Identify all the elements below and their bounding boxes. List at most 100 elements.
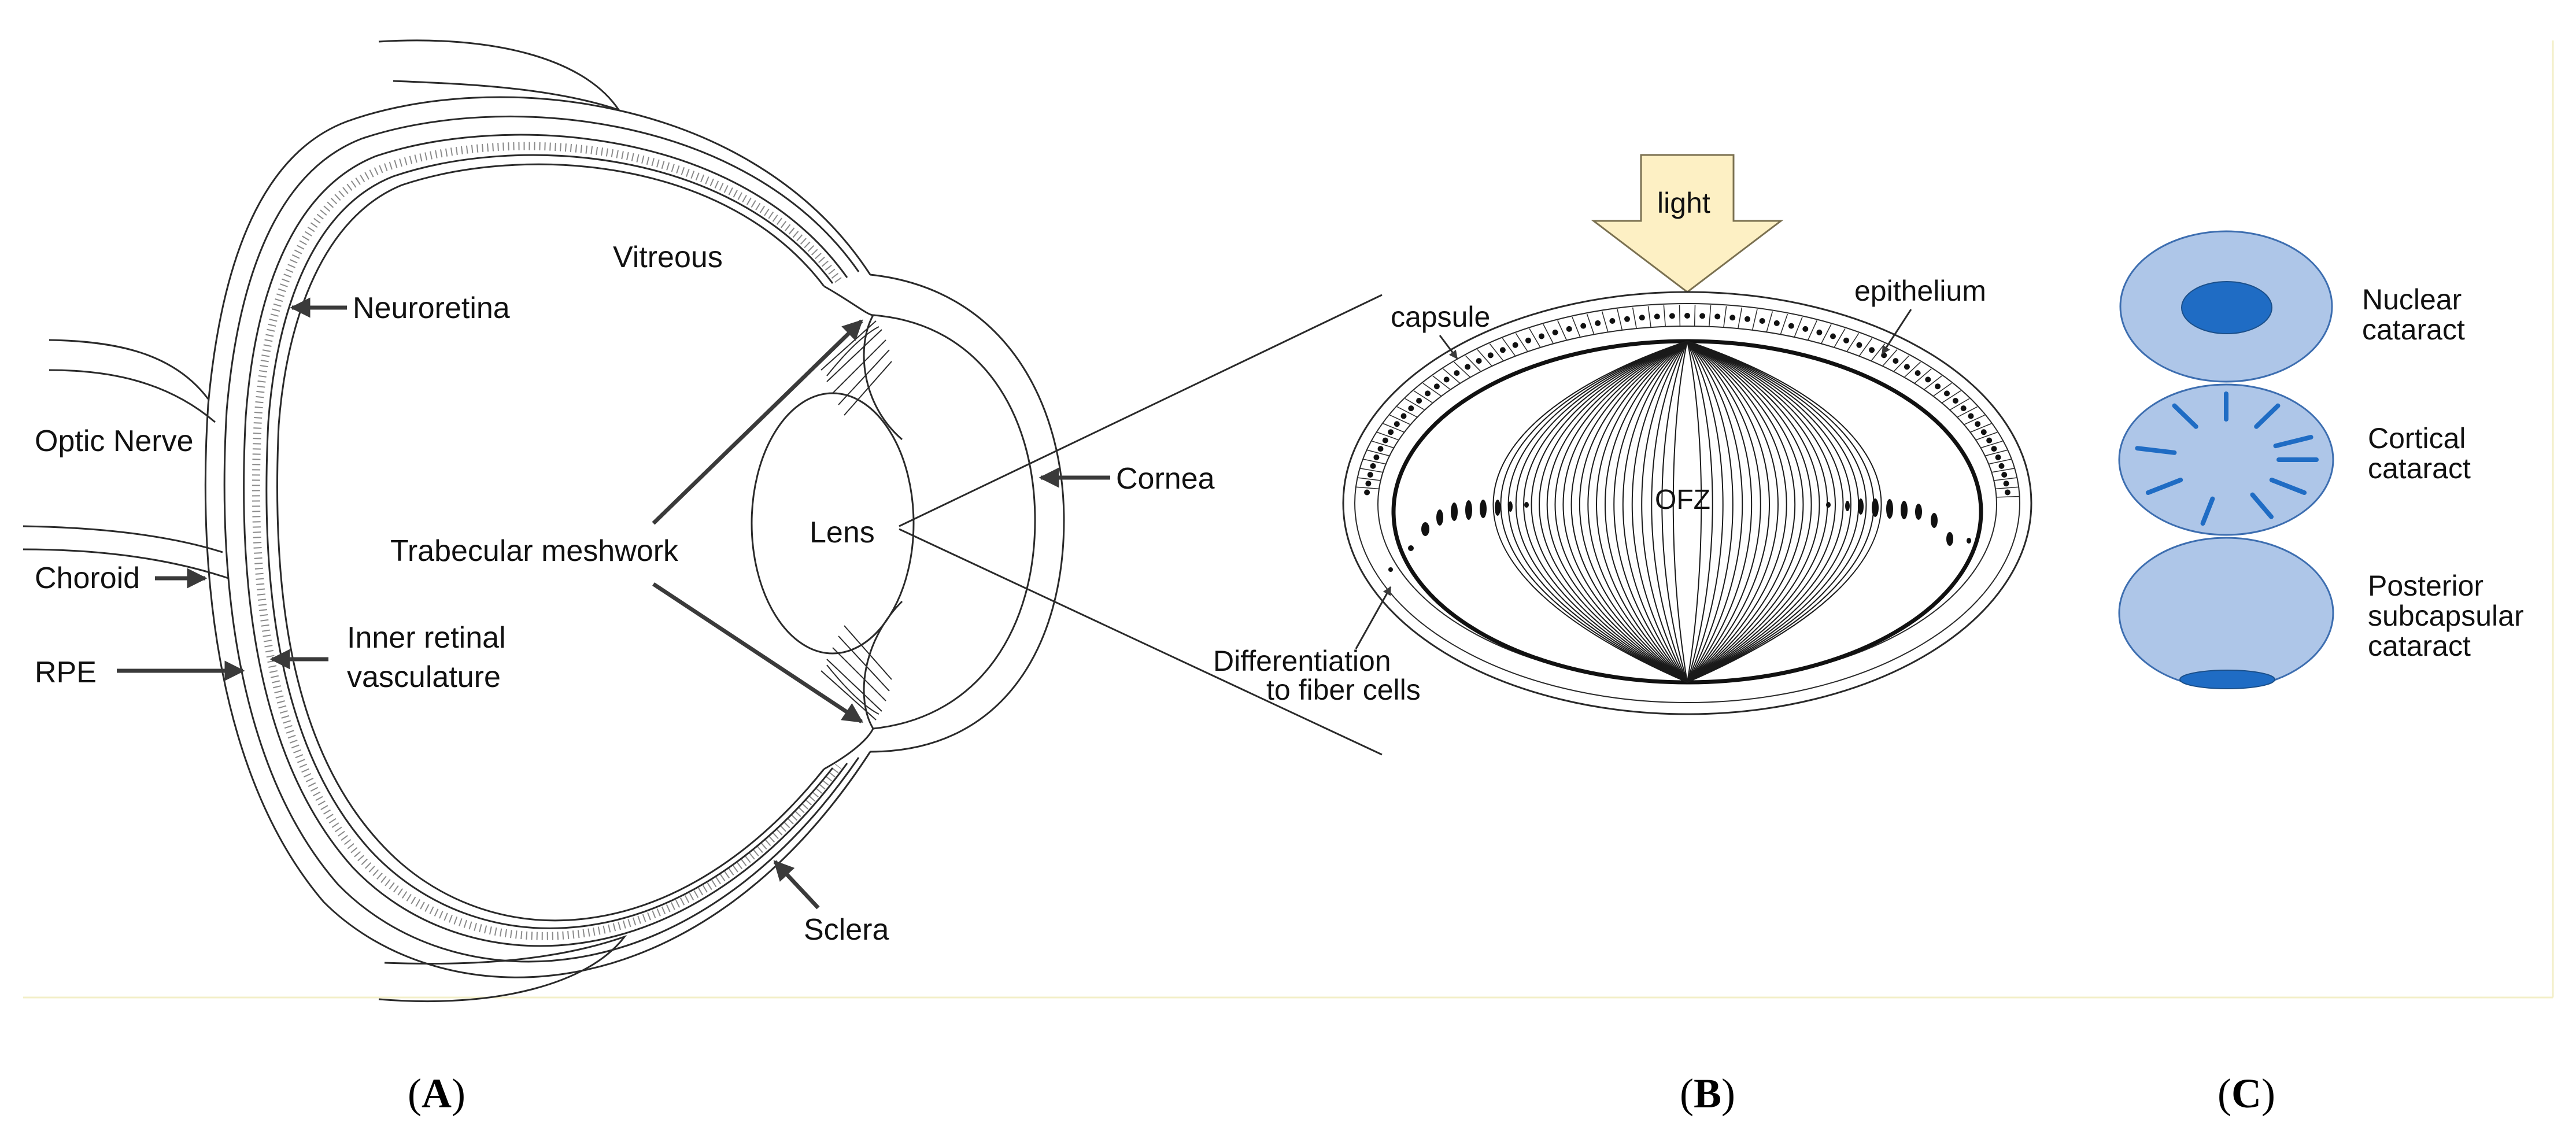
epithelial-cell-border <box>1515 332 1528 352</box>
lens-fiber <box>1687 341 1796 683</box>
epithelial-cell-nucleus <box>1745 316 1750 322</box>
epithelial-cell-border <box>1751 309 1758 331</box>
lens-fiber <box>1622 341 1688 683</box>
lens-fiber <box>1596 341 1688 683</box>
fiber-cell-nucleus <box>1451 503 1458 521</box>
fiber-cell-nucleus <box>1901 501 1908 519</box>
nuclear-cataract-icon <box>2119 230 2333 383</box>
epithelial-cell-nucleus <box>1952 398 1958 404</box>
sclera-outline <box>204 96 871 978</box>
fiber-cell-nucleus <box>1967 538 1971 544</box>
epithelial-cell-border <box>1995 486 2019 490</box>
epithelial-cell-nucleus <box>1904 364 1910 370</box>
iris-upper <box>823 285 903 441</box>
epithelial-cell-nucleus <box>1986 437 1993 444</box>
label-optic-nerve: Optic Nerve <box>35 424 194 458</box>
epithelial-cell-border <box>1858 338 1873 357</box>
epithelial-cell-border <box>1709 305 1712 327</box>
lens-fiber <box>1687 341 1743 683</box>
lens-fiber <box>1687 341 1882 683</box>
lens-fiber <box>1687 341 1804 683</box>
epithelial-cell-border <box>1358 477 1381 481</box>
label-neuroretina: Neuroretina <box>353 291 510 325</box>
zoom-connector-lines <box>899 294 1383 756</box>
cortical-cataract-icon <box>2118 383 2334 536</box>
fiber-cell-nuclei <box>1388 498 1971 572</box>
cataract-types-diagram: Nuclear cataract Cortical cataract Poste… <box>2118 230 2524 689</box>
epithelial-cell-border <box>1405 398 1425 411</box>
epithelial-cell-nucleus <box>1367 472 1373 478</box>
epithelial-cell-nucleus <box>1525 337 1531 343</box>
label-inner-retinal-line1: Inner retinal <box>347 621 506 655</box>
epithelial-cell-nucleus <box>1669 313 1675 319</box>
fiber-cell-nucleus <box>1524 502 1529 508</box>
panel-letter-a: (A) <box>408 1070 465 1117</box>
epithelial-cell-nucleus <box>1433 383 1440 390</box>
fiber-cell-nucleus <box>1436 509 1443 526</box>
epithelial-cell-nucleus <box>1788 323 1794 329</box>
epithelial-cell-nucleus <box>1944 390 1950 397</box>
cortical-opacity-spoke <box>2135 446 2177 455</box>
epithelial-cell-nucleus <box>1512 342 1518 348</box>
fiber-cell-nucleus <box>1946 532 1953 546</box>
epithelial-cell-border <box>1970 423 1992 433</box>
epithelial-cell-nucleus <box>1869 347 1875 353</box>
label-differentiation-line1: Differentiation <box>1213 645 1391 677</box>
label-ofz: OFZ <box>1655 485 1710 515</box>
epithelial-cell-border <box>1941 390 1961 404</box>
lens-fiber <box>1605 341 1688 683</box>
epithelial-cell-border <box>1432 375 1451 390</box>
epithelial-cell-border <box>1975 431 1998 441</box>
epithelial-cell-nucleus <box>1759 318 1765 324</box>
epithelial-cell-nucleus <box>1595 320 1601 326</box>
panel-letter-b: (B) <box>1680 1070 1735 1117</box>
figure-frame <box>23 40 2554 999</box>
epithelial-cell-nucleus <box>1925 376 1931 383</box>
lens-fiber <box>1687 341 1875 683</box>
lens-fiber <box>1661 341 1688 683</box>
epithelial-cell-border <box>1465 355 1481 372</box>
lens-fiber <box>1687 341 1770 683</box>
epithelial-cell-nucleus <box>1975 421 1981 427</box>
label-cornea: Cornea <box>1116 462 1215 496</box>
epithelium-pointer <box>1881 309 1912 355</box>
epithelial-cell-border <box>1794 317 1803 338</box>
epithelial-cell-nucleus <box>1394 421 1400 427</box>
epithelial-cell-nucleus <box>1893 358 1899 364</box>
lens-fiber <box>1492 341 1688 683</box>
lens-fiber <box>1641 341 1688 683</box>
epithelial-cell-border <box>1422 383 1442 397</box>
fiber-cell-nucleus <box>1421 522 1429 536</box>
epithelial-cell-nucleus <box>1580 323 1587 329</box>
lens-fiber <box>1531 341 1688 683</box>
epithelial-cell-nucleus <box>1773 320 1780 326</box>
epithelial-cell-nucleus <box>1714 313 1721 320</box>
epithelial-cells <box>1356 305 2020 498</box>
epithelial-cell-border <box>1586 313 1595 335</box>
epithelial-cell-nucleus <box>1729 315 1736 321</box>
eye-cross-section-diagram <box>23 39 1065 1003</box>
cortical-opacity-spoke <box>2250 492 2274 519</box>
epithelial-cell-border <box>1766 311 1773 332</box>
fiber-cell-nucleus <box>1872 498 1879 517</box>
epithelial-cell-nucleus <box>1566 326 1572 332</box>
epithelial-cell-border <box>1807 320 1817 341</box>
cornea-inner <box>873 314 1036 730</box>
choroid-layer <box>243 134 848 947</box>
epithelial-cell-nucleus <box>1400 413 1407 419</box>
epithelial-cell-nucleus <box>1388 429 1394 435</box>
label-rpe: RPE <box>35 656 97 689</box>
lens-fiber <box>1500 341 1688 683</box>
lens-fiber <box>1687 341 1820 683</box>
epithelial-cell-nucleus <box>1487 352 1494 359</box>
epithelial-cell-border <box>1363 459 1386 465</box>
lens-fiber <box>1687 341 1753 683</box>
epithelial-cell-border <box>1663 305 1666 327</box>
nuclear-cataract-label: Nuclear cataract <box>2362 283 2470 346</box>
zoom-line-upper <box>899 294 1383 527</box>
epithelial-cell-border <box>1443 368 1461 384</box>
label-sclera: Sclera <box>804 913 889 947</box>
panel-letter-c: (C) <box>2217 1070 2275 1117</box>
epithelial-cell-border <box>1834 328 1846 348</box>
differentiation-pointer <box>1355 586 1392 649</box>
